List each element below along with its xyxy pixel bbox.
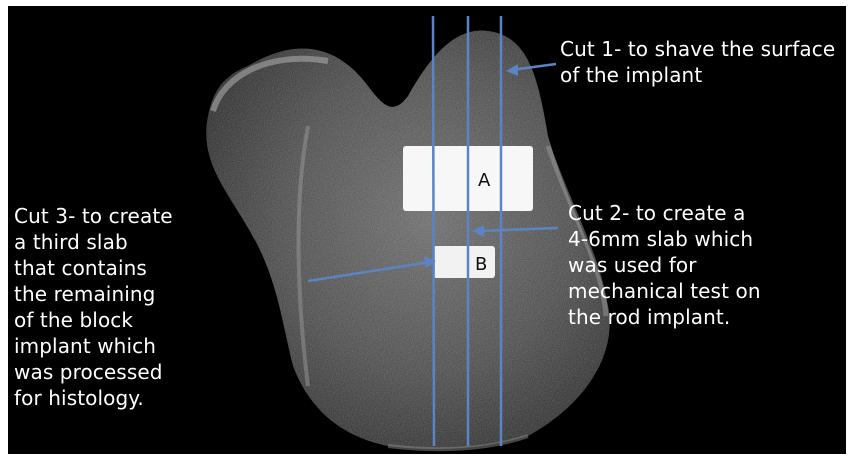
cut1-annotation: Cut 1- to shave the surface of the impla…: [560, 36, 835, 88]
implant-label-a: A: [478, 170, 491, 191]
implant-label-b: B: [475, 254, 487, 275]
xray-figure: A B Cut 1- to shave the surface of the i…: [8, 6, 846, 454]
cut-line-left: [433, 16, 434, 446]
cut3-annotation: Cut 3- to create a third slab that conta…: [14, 203, 173, 411]
cut2-annotation: Cut 2- to create a 4-6mm slab which was …: [568, 200, 761, 330]
